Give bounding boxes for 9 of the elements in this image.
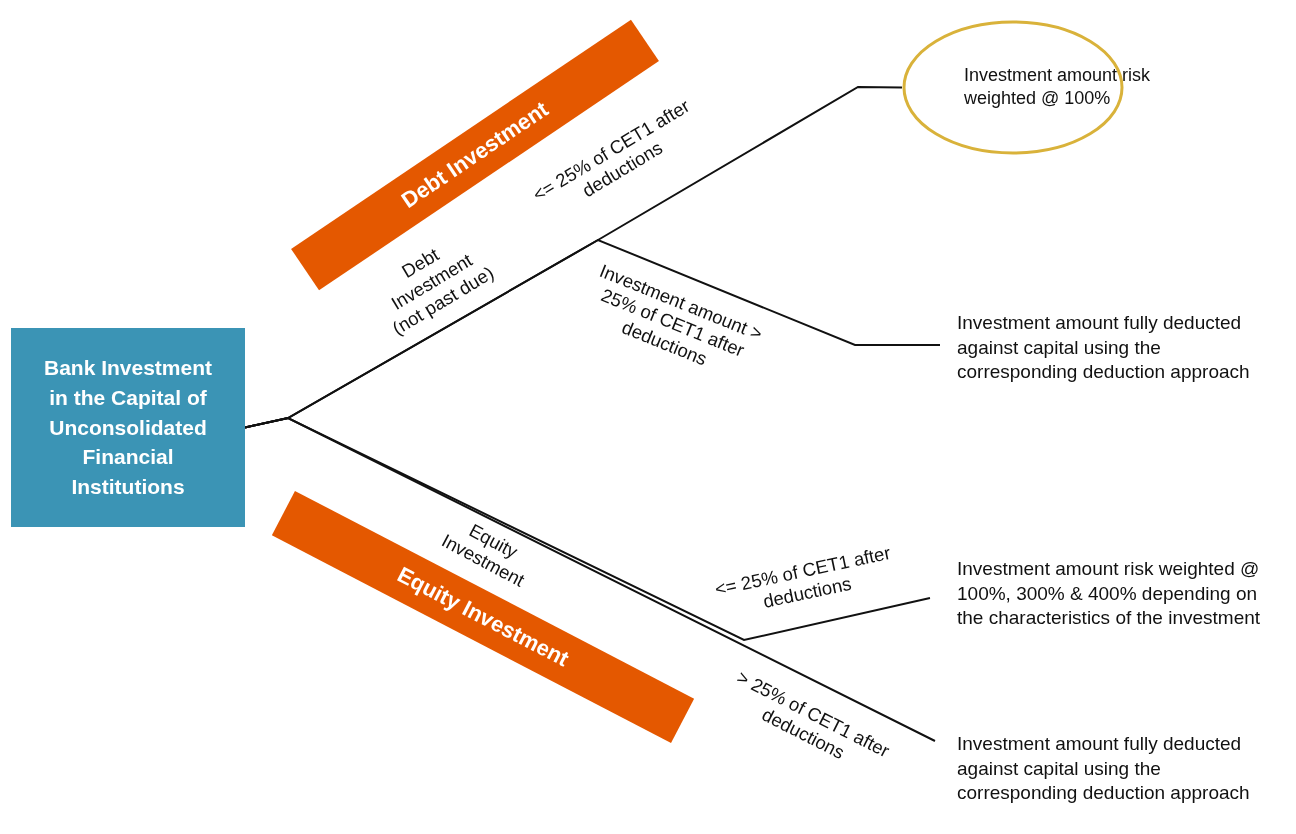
outcome-text: Investment amount fully deducted against capital using the corresponding deduction approach [957,732,1251,806]
outcome-text: Investment amount risk weighted @ 100%, 300% & 400% depending on the characteristics of the investment [957,557,1262,631]
edge-label: <= 25% of CET1 after deductions [711,540,894,615]
outcome-text: Investment amount risk weighted @ 100% [964,64,1152,111]
category-banner [271,490,695,744]
connector-line [244,416,936,742]
outcome-text: Investment amount fully deducted against capital using the corresponding deduction approach [957,311,1251,385]
entity-box [11,328,245,527]
entity-title: Bank Investment in the Capital of Unconsolidated Financial Institutions [42,354,214,501]
